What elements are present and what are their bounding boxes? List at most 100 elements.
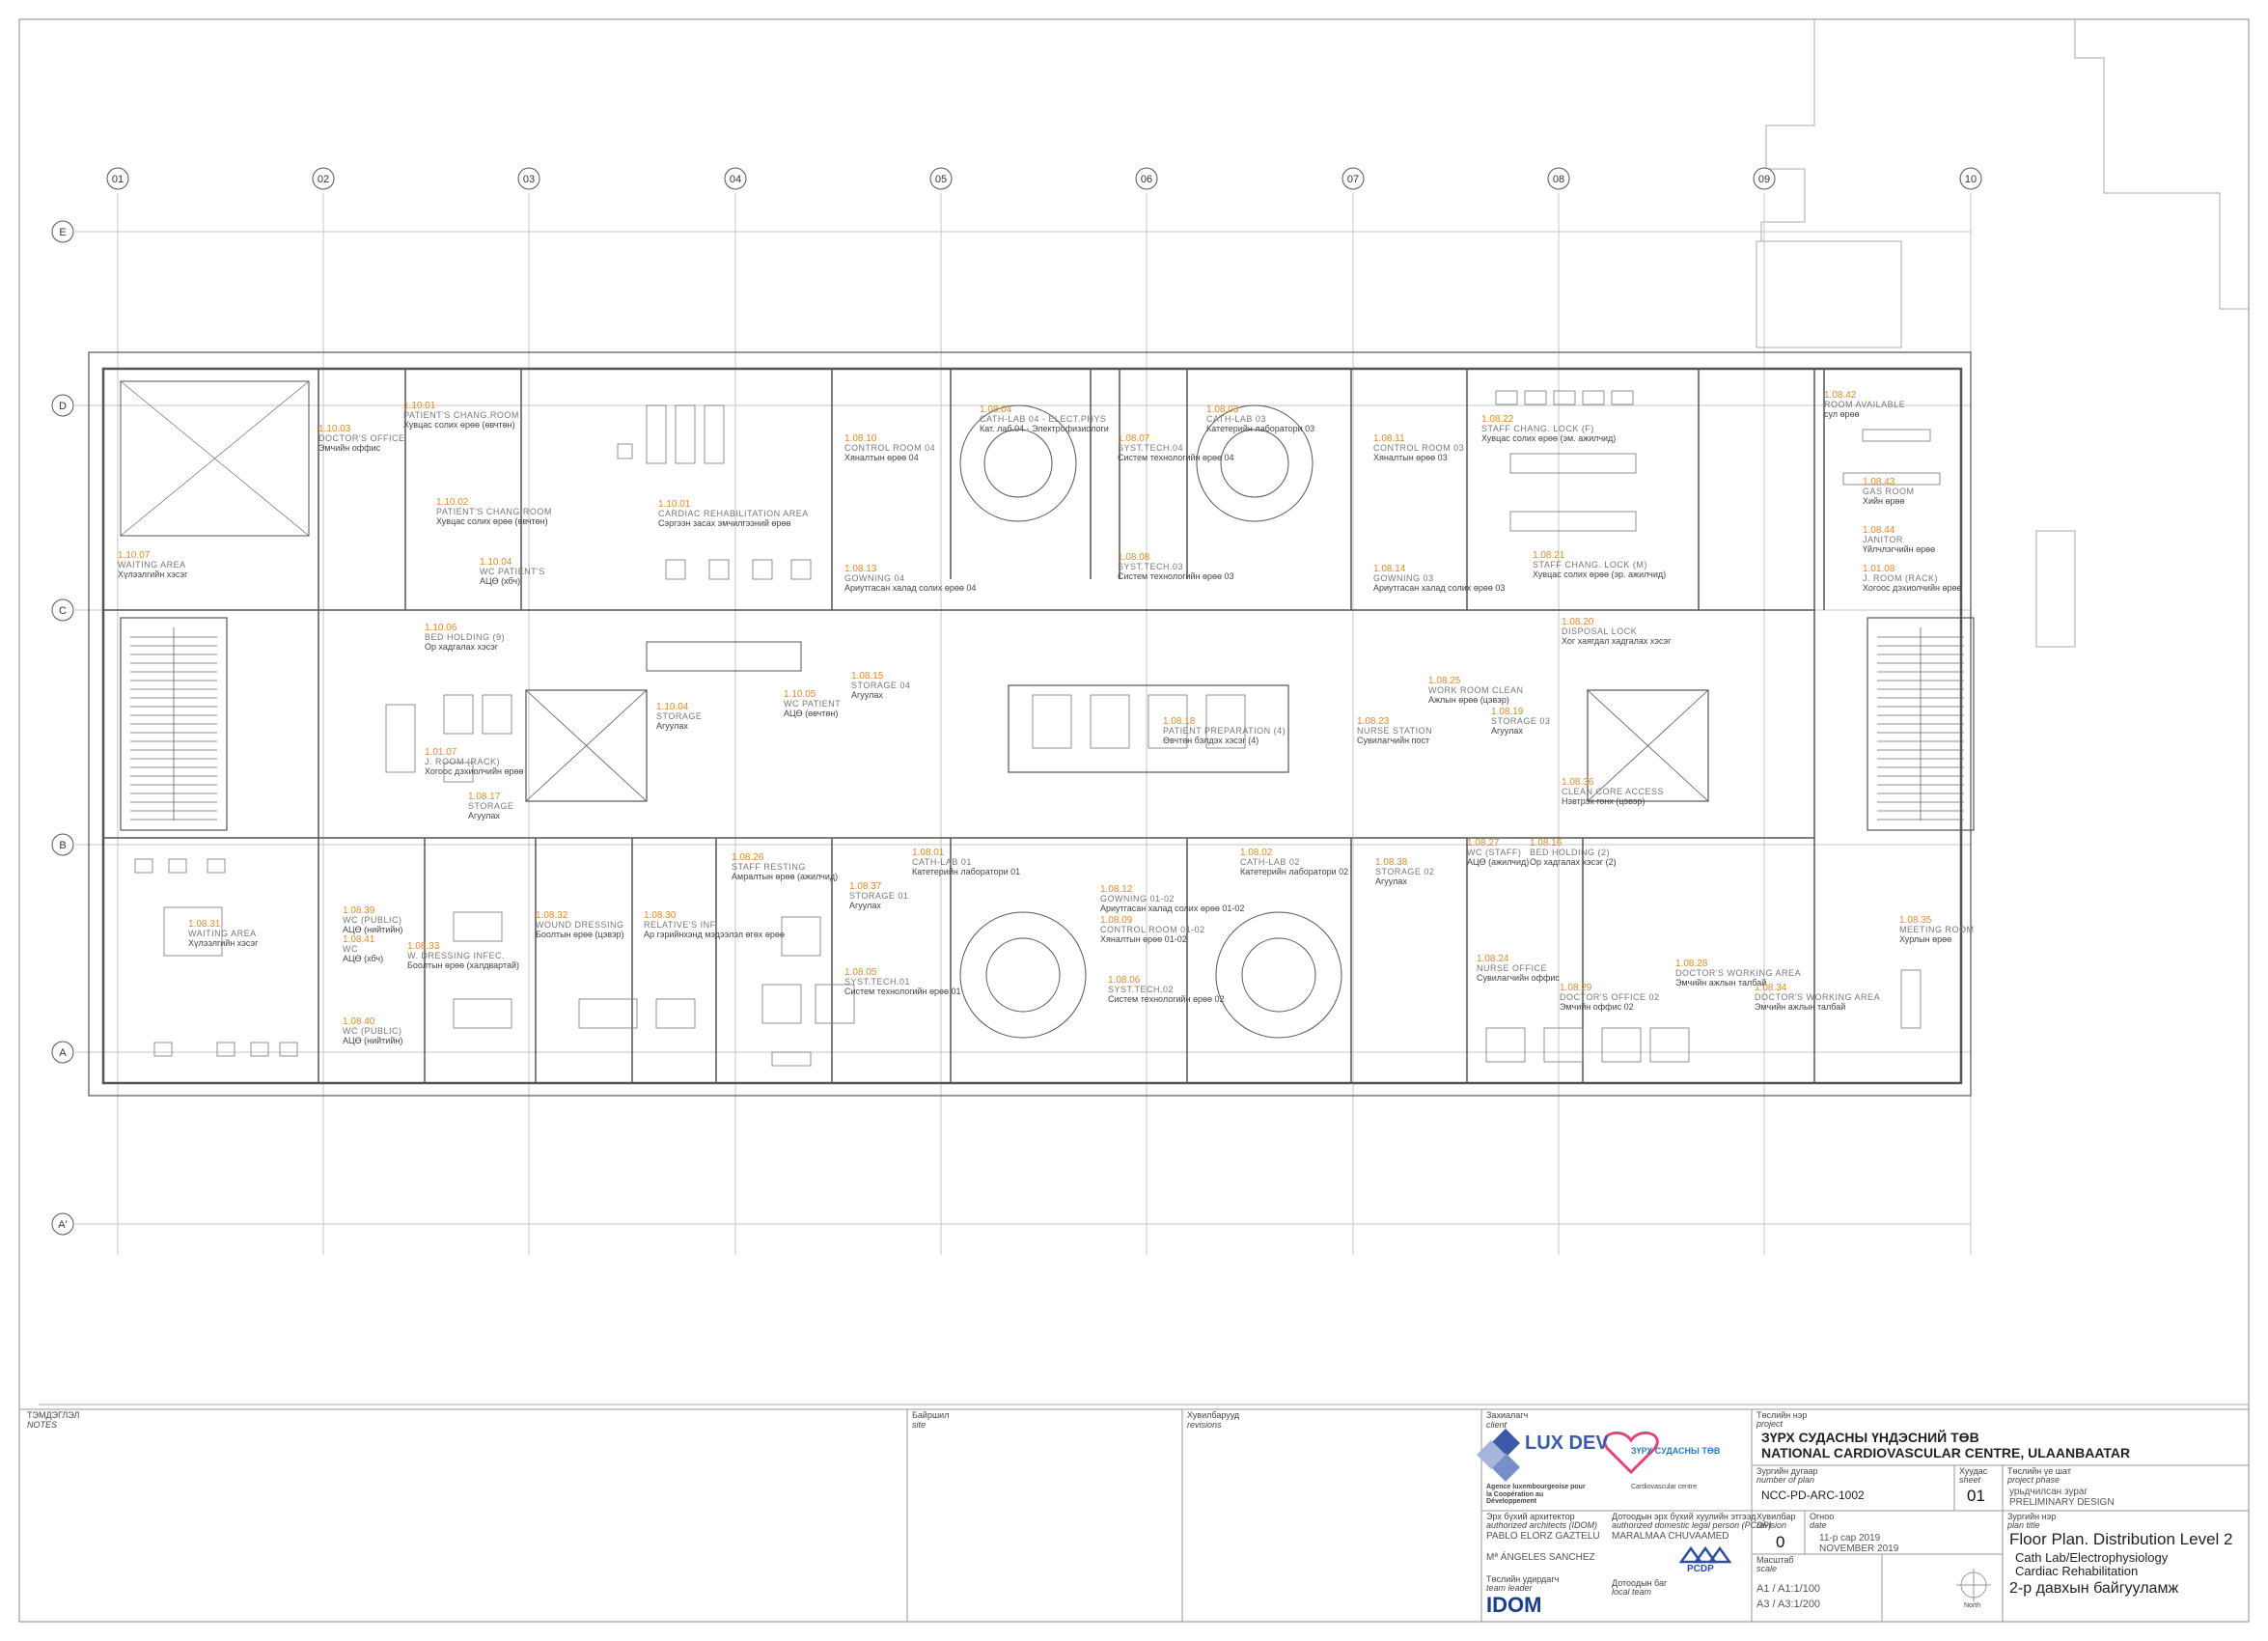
room-code: 1.10.04 (656, 702, 689, 712)
room-name-mn: Агуулах (656, 721, 688, 731)
notes-label-mn: ТЭМДЭГЛЭЛ (27, 1410, 80, 1420)
heart-logo-mark (1603, 1431, 1659, 1475)
room-name-mn: Систем технологийн өрөө 03 (1118, 571, 1234, 581)
room-name-mn: Хувцас солих өрөө (эм. ажилчид) (1481, 433, 1616, 443)
date-en: NOVEMBER 2019 (1819, 1544, 1899, 1554)
grid-bubble-row: A' (51, 1212, 74, 1236)
grid-row-label: A (59, 1047, 67, 1059)
room-name-mn: Агуулах (468, 811, 500, 820)
room-name-mn: Амралтын өрөө (ажилчид) (732, 872, 838, 881)
pcdp-logo-mark (1678, 1545, 1732, 1564)
room-code: 1.08.43 (1863, 477, 1895, 487)
project-label-en: project (1756, 1419, 1784, 1429)
room-name-en: PATIENT'S CHANG.ROOM (403, 410, 519, 420)
room-name-mn: Хурлын өрөө (1899, 934, 1951, 944)
room-code: 1.08.35 (1899, 915, 1932, 926)
room-name-mn: Эмчийн ажлын талбай (1755, 1002, 1845, 1012)
room-code: 1.08.44 (1863, 525, 1895, 536)
luxdev-subtitle: Agence luxembourgeoise pour la Coopérati… (1486, 1484, 1586, 1506)
room-name-mn: Үйлчлэгчийн өрөө (1863, 544, 1935, 554)
grid-bubble-col: 04 (724, 167, 747, 190)
architects-label-mn: Эрх бүхий архитектор (1486, 1512, 1575, 1521)
plan-number-label-mn: Зургийн дугаар (1756, 1466, 1818, 1476)
room-code: 1.08.13 (844, 564, 877, 574)
grid-bubble-row: A (51, 1041, 74, 1064)
room-code: 1.08.26 (732, 852, 764, 863)
room-name-en: CATH-LAB 04 - ELECT.PHYS (980, 414, 1106, 424)
room-name-en: SYST.TECH.01 (844, 977, 910, 987)
phase-label-en: project phase (2007, 1475, 2061, 1485)
room-code: 1.08.31 (188, 919, 221, 930)
scale-label-en: scale (1756, 1564, 1778, 1573)
room-code: 1.10.07 (118, 550, 151, 561)
room-name-en: BED HOLDING (2) (1530, 848, 1610, 857)
room-name-mn: Эмчийн ажлын талбай (1675, 978, 1766, 987)
revision-label-en: revision (1756, 1520, 1787, 1530)
phase-en: PRELIMINARY DESIGN (2009, 1497, 2115, 1508)
room-name-mn: Ариутгасан халад солих өрөө 01-02 (1100, 904, 1244, 913)
room-name-mn: Хувцас солих өрөө (өвчтөн) (436, 516, 548, 526)
room-code: 1.08.17 (468, 792, 501, 802)
building-walls (88, 351, 1975, 1097)
grid-bubble-col: 05 (929, 167, 953, 190)
grid-col-label: 07 (1347, 174, 1359, 185)
grid-bubble-row: C (51, 598, 74, 622)
room-name-en: STORAGE 02 (1375, 867, 1434, 876)
room-name-mn: Хяналтын өрөө 04 (844, 453, 919, 462)
scale-label-mn: Масштаб (1756, 1555, 1794, 1565)
date-label-mn: Огноо (1810, 1512, 1835, 1521)
room-name-en: SYST.TECH.02 (1108, 985, 1174, 994)
grid-bubble-col: 02 (312, 167, 335, 190)
site-label-en: site (912, 1420, 927, 1430)
room-name-en: STORAGE (468, 801, 513, 811)
plan-title-label-mn: Зургийн нэр (2007, 1512, 2057, 1521)
revisions-label-mn: Хувилбарууд (1187, 1410, 1240, 1420)
room-name-en: WAITING AREA (188, 929, 257, 938)
grid-bubble-col: 06 (1135, 167, 1158, 190)
grid-bubble-col: 10 (1959, 167, 1982, 190)
room-name-mn: Сувилагчийн оффис (1477, 973, 1560, 983)
local-person-label-mn: Дотоодын эрх бүхий хуулийн этгээд (1612, 1512, 1756, 1521)
room-code: 1.08.22 (1481, 414, 1514, 425)
room-name-mn: Ажлын өрөө (цэвэр) (1428, 695, 1509, 705)
grid-row-label: E (59, 227, 66, 238)
room-name-en: J. ROOM (RACK) (425, 757, 500, 766)
room-name-mn: Хяналтын өрөө 03 (1373, 453, 1448, 462)
room-code: 1.08.25 (1428, 676, 1461, 686)
room-name-en: ROOM AVAILABLE (1824, 400, 1905, 409)
team-leader-label-en: team leader (1486, 1583, 1533, 1593)
room-name-en: STORAGE 04 (851, 681, 910, 690)
room-code: 1.08.23 (1357, 716, 1390, 727)
room-name-en: W. DRESSING INFEC. (407, 951, 505, 960)
room-name-mn: Сувилагчийн пост (1357, 736, 1429, 745)
room-name-mn: Ор хадгалах хэсэг (2) (1530, 857, 1617, 867)
room-name-en: CLEAN CORE ACCESS (1562, 787, 1664, 796)
grid-bubble-col: 01 (106, 167, 129, 190)
room-name-mn: Хогоос дэхиолчийн өрөө (1863, 583, 1961, 593)
grid-row-label: B (59, 840, 66, 851)
room-name-en: RELATIVE'S INF. (644, 920, 718, 930)
room-name-mn: Хувцас солих өрөө (өвчтөн) (403, 420, 515, 430)
room-code: 1.08.40 (343, 1016, 375, 1027)
room-code: 1.08.18 (1163, 716, 1196, 727)
grid-col-label: 04 (730, 174, 741, 185)
